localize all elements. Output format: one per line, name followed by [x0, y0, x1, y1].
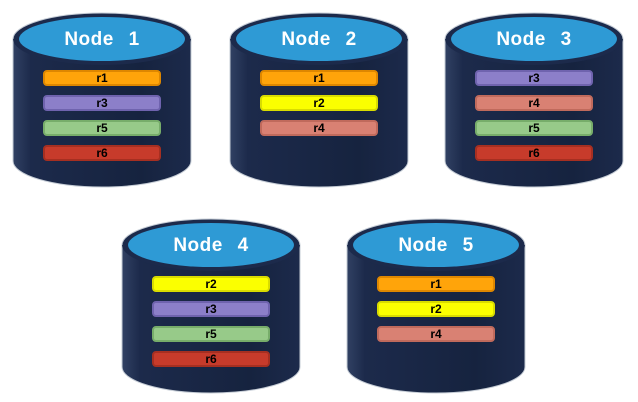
- replica-bar-r2: r2: [152, 276, 270, 292]
- replica-bar-r1: r1: [43, 70, 161, 86]
- replica-list: r1 r3 r5 r6: [43, 70, 161, 161]
- replica-bar-r6: r6: [152, 351, 270, 367]
- replica-bar-r3: r3: [475, 70, 593, 86]
- replica-bar-r6: r6: [43, 145, 161, 161]
- database-node-1: Node 1 r1 r3 r5 r6: [12, 12, 192, 188]
- node-title: Node 4: [173, 235, 249, 256]
- replica-bar-r4: r4: [377, 326, 495, 342]
- replica-bar-r5: r5: [152, 326, 270, 342]
- database-node-3: Node 3 r3 r4 r5 r6: [444, 12, 624, 188]
- replica-bar-r6: r6: [475, 145, 593, 161]
- database-node-4: Node 4 r2 r3 r5 r6: [121, 218, 301, 394]
- replica-list: r1 r2 r4: [377, 276, 495, 342]
- replica-bar-r1: r1: [377, 276, 495, 292]
- node-title: Node 2: [281, 29, 357, 50]
- node-title: Node 5: [398, 235, 474, 256]
- node-title: Node 1: [64, 29, 140, 50]
- replica-bar-r5: r5: [43, 120, 161, 136]
- replica-bar-r3: r3: [43, 95, 161, 111]
- replica-list: r3 r4 r5 r6: [475, 70, 593, 161]
- replica-bar-r2: r2: [377, 301, 495, 317]
- replica-bar-r4: r4: [475, 95, 593, 111]
- database-node-2: Node 2 r1 r2 r4: [229, 12, 409, 188]
- replica-bar-r4: r4: [260, 120, 378, 136]
- replica-bar-r1: r1: [260, 70, 378, 86]
- replica-list: r2 r3 r5 r6: [152, 276, 270, 367]
- replica-list: r1 r2 r4: [260, 70, 378, 136]
- replica-bar-r3: r3: [152, 301, 270, 317]
- node-title: Node 3: [496, 29, 572, 50]
- replica-bar-r2: r2: [260, 95, 378, 111]
- database-node-5: Node 5 r1 r2 r4: [346, 218, 526, 394]
- replica-bar-r5: r5: [475, 120, 593, 136]
